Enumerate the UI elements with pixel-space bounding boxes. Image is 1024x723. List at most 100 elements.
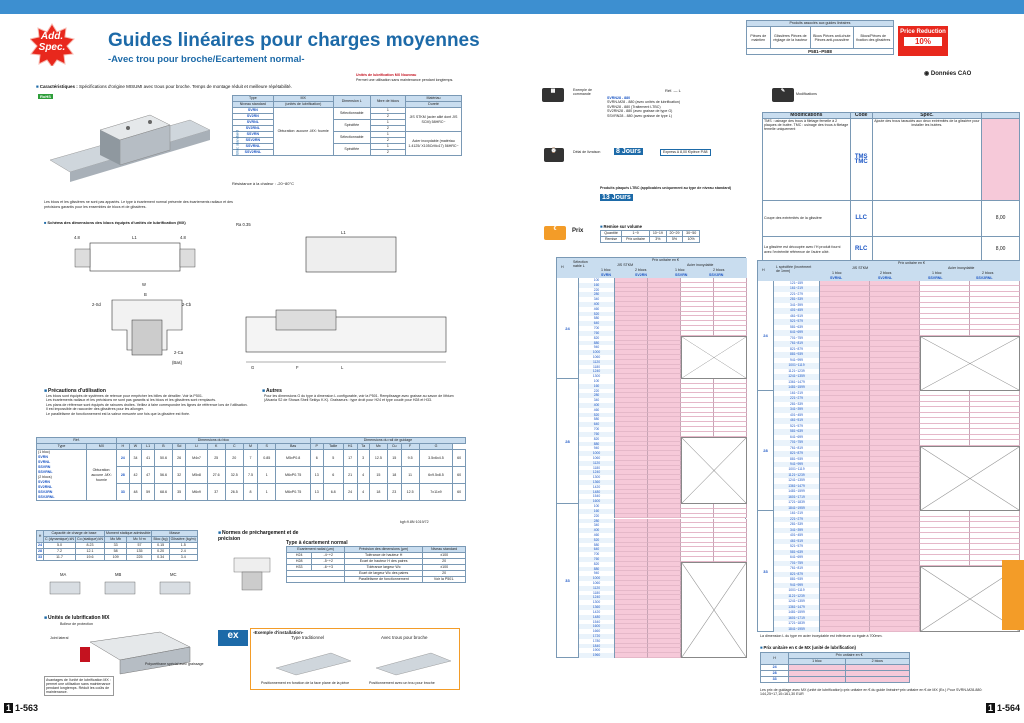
price-cell — [648, 335, 681, 341]
price-cell — [648, 504, 681, 509]
price-cell — [615, 595, 648, 601]
badge-line1: Add. — [40, 31, 64, 42]
price-cell — [820, 527, 870, 534]
price-l-cell: 161~219 — [774, 511, 820, 517]
express-page[interactable]: P.88 — [700, 150, 708, 154]
price-cell — [615, 465, 648, 471]
price-l-cell: 1481~1599 — [774, 489, 820, 495]
price-cell — [820, 582, 870, 589]
price-cell — [920, 412, 970, 419]
price-l-cell: 1540 — [579, 494, 615, 500]
th-sub: Co (statique) kN — [74, 536, 105, 543]
price-l-cell: 761~819 — [774, 566, 820, 572]
price-l-cell: 340 — [579, 297, 615, 303]
price-l-cell: 521~579 — [774, 319, 820, 325]
price-cell — [648, 417, 681, 423]
price-l-cell: 161~219 — [774, 390, 820, 397]
price-cell — [681, 528, 714, 533]
price-h-cell: 24 — [758, 281, 774, 391]
price-l-cell: 940 — [579, 345, 615, 351]
price-l-cell: 761~819 — [774, 445, 820, 452]
price-cell — [615, 383, 648, 389]
type-left: SVRN — [38, 455, 48, 459]
price-cell — [920, 560, 970, 567]
cad-label: Données CAO — [930, 71, 972, 77]
dim-label: B — [144, 292, 147, 297]
price-cell — [970, 297, 1020, 303]
price-cell — [648, 407, 681, 413]
cell: 60 — [452, 466, 466, 484]
cad-link[interactable]: ◉ Données CAO — [924, 71, 972, 77]
price-cell — [648, 374, 681, 379]
price-l-cell: 461~519 — [774, 418, 820, 424]
price-l-cell: 341~399 — [774, 407, 820, 413]
page-number-left-text: 1-563 — [15, 703, 39, 713]
dim-cell: Spécifiée — [332, 119, 371, 132]
price-cell — [820, 516, 870, 523]
price-cell — [870, 599, 920, 605]
price-cell — [615, 388, 648, 394]
price-cell — [870, 538, 920, 545]
price-l-cell: 1480 — [579, 489, 615, 495]
obturation-cell: Obturation: aucune -MX: fournie — [272, 107, 334, 156]
related-pages[interactable]: P581~P588 — [746, 48, 894, 55]
price-l-cell: 160 — [579, 508, 615, 514]
price-cell — [648, 446, 681, 452]
th-type: SSVRNL — [928, 276, 943, 280]
price-cell — [648, 499, 681, 505]
price-cell — [714, 518, 747, 524]
price-l-cell: 820 — [579, 436, 615, 442]
price-cell — [648, 556, 681, 562]
th-type: SVRNL — [830, 276, 843, 280]
price-cell — [615, 427, 648, 432]
l-label: L — [678, 88, 681, 93]
price-cell — [648, 412, 681, 418]
cell: 18 — [368, 483, 388, 501]
price-l-cell: 401~459 — [774, 412, 820, 419]
price-cell — [870, 522, 920, 528]
cell: M6xP0.75 — [275, 483, 311, 501]
dim-label: 4.8 — [180, 235, 186, 240]
cell: 32 — [171, 466, 187, 484]
price-cell — [820, 357, 870, 364]
price-cell — [820, 505, 870, 512]
prix-title: Prix — [572, 228, 584, 234]
price-cell — [870, 423, 920, 430]
not-available-cell — [681, 436, 747, 505]
price-cell — [714, 306, 747, 312]
cell: 8 — [242, 483, 259, 501]
dim-label: L1 — [132, 235, 137, 240]
price-l-cell: 461~519 — [774, 538, 820, 545]
price-cell — [615, 648, 648, 654]
price-l-cell: 761~819 — [774, 341, 820, 347]
mod-price2: 8,00 — [981, 236, 1020, 263]
price-l-cell: 760 — [579, 330, 615, 336]
block-label: Bloc standard — [234, 130, 240, 155]
price-l-cell: 821~879 — [774, 346, 820, 353]
price-l-cell: 700 — [579, 326, 615, 331]
price-cell — [820, 599, 870, 605]
price-cell — [648, 302, 681, 307]
price-cell — [681, 552, 714, 557]
price-cell — [970, 281, 1020, 287]
price-cell — [920, 434, 970, 441]
cell: 15 — [368, 466, 388, 484]
price-l-cell: 1360 — [579, 605, 615, 610]
price-cell — [615, 412, 648, 418]
price-l-cell: 1120 — [579, 585, 615, 591]
price-cell — [920, 319, 970, 325]
cell: M4x7 — [185, 449, 208, 467]
price-cell — [820, 379, 870, 386]
price-cell — [648, 297, 681, 303]
price-cell — [648, 581, 681, 586]
price-cell — [870, 341, 920, 347]
cell: 19.6 — [74, 554, 105, 561]
price-cell — [615, 455, 648, 461]
price-cell — [714, 282, 747, 288]
cell: 42 — [128, 466, 143, 484]
price-cell — [648, 484, 681, 490]
price-cell — [615, 542, 648, 548]
precaution-item: Il est impossible de raccorder des gliss… — [46, 407, 144, 412]
type-right: SSV2RN — [38, 490, 53, 494]
price-l-cell: 1960 — [579, 653, 615, 658]
